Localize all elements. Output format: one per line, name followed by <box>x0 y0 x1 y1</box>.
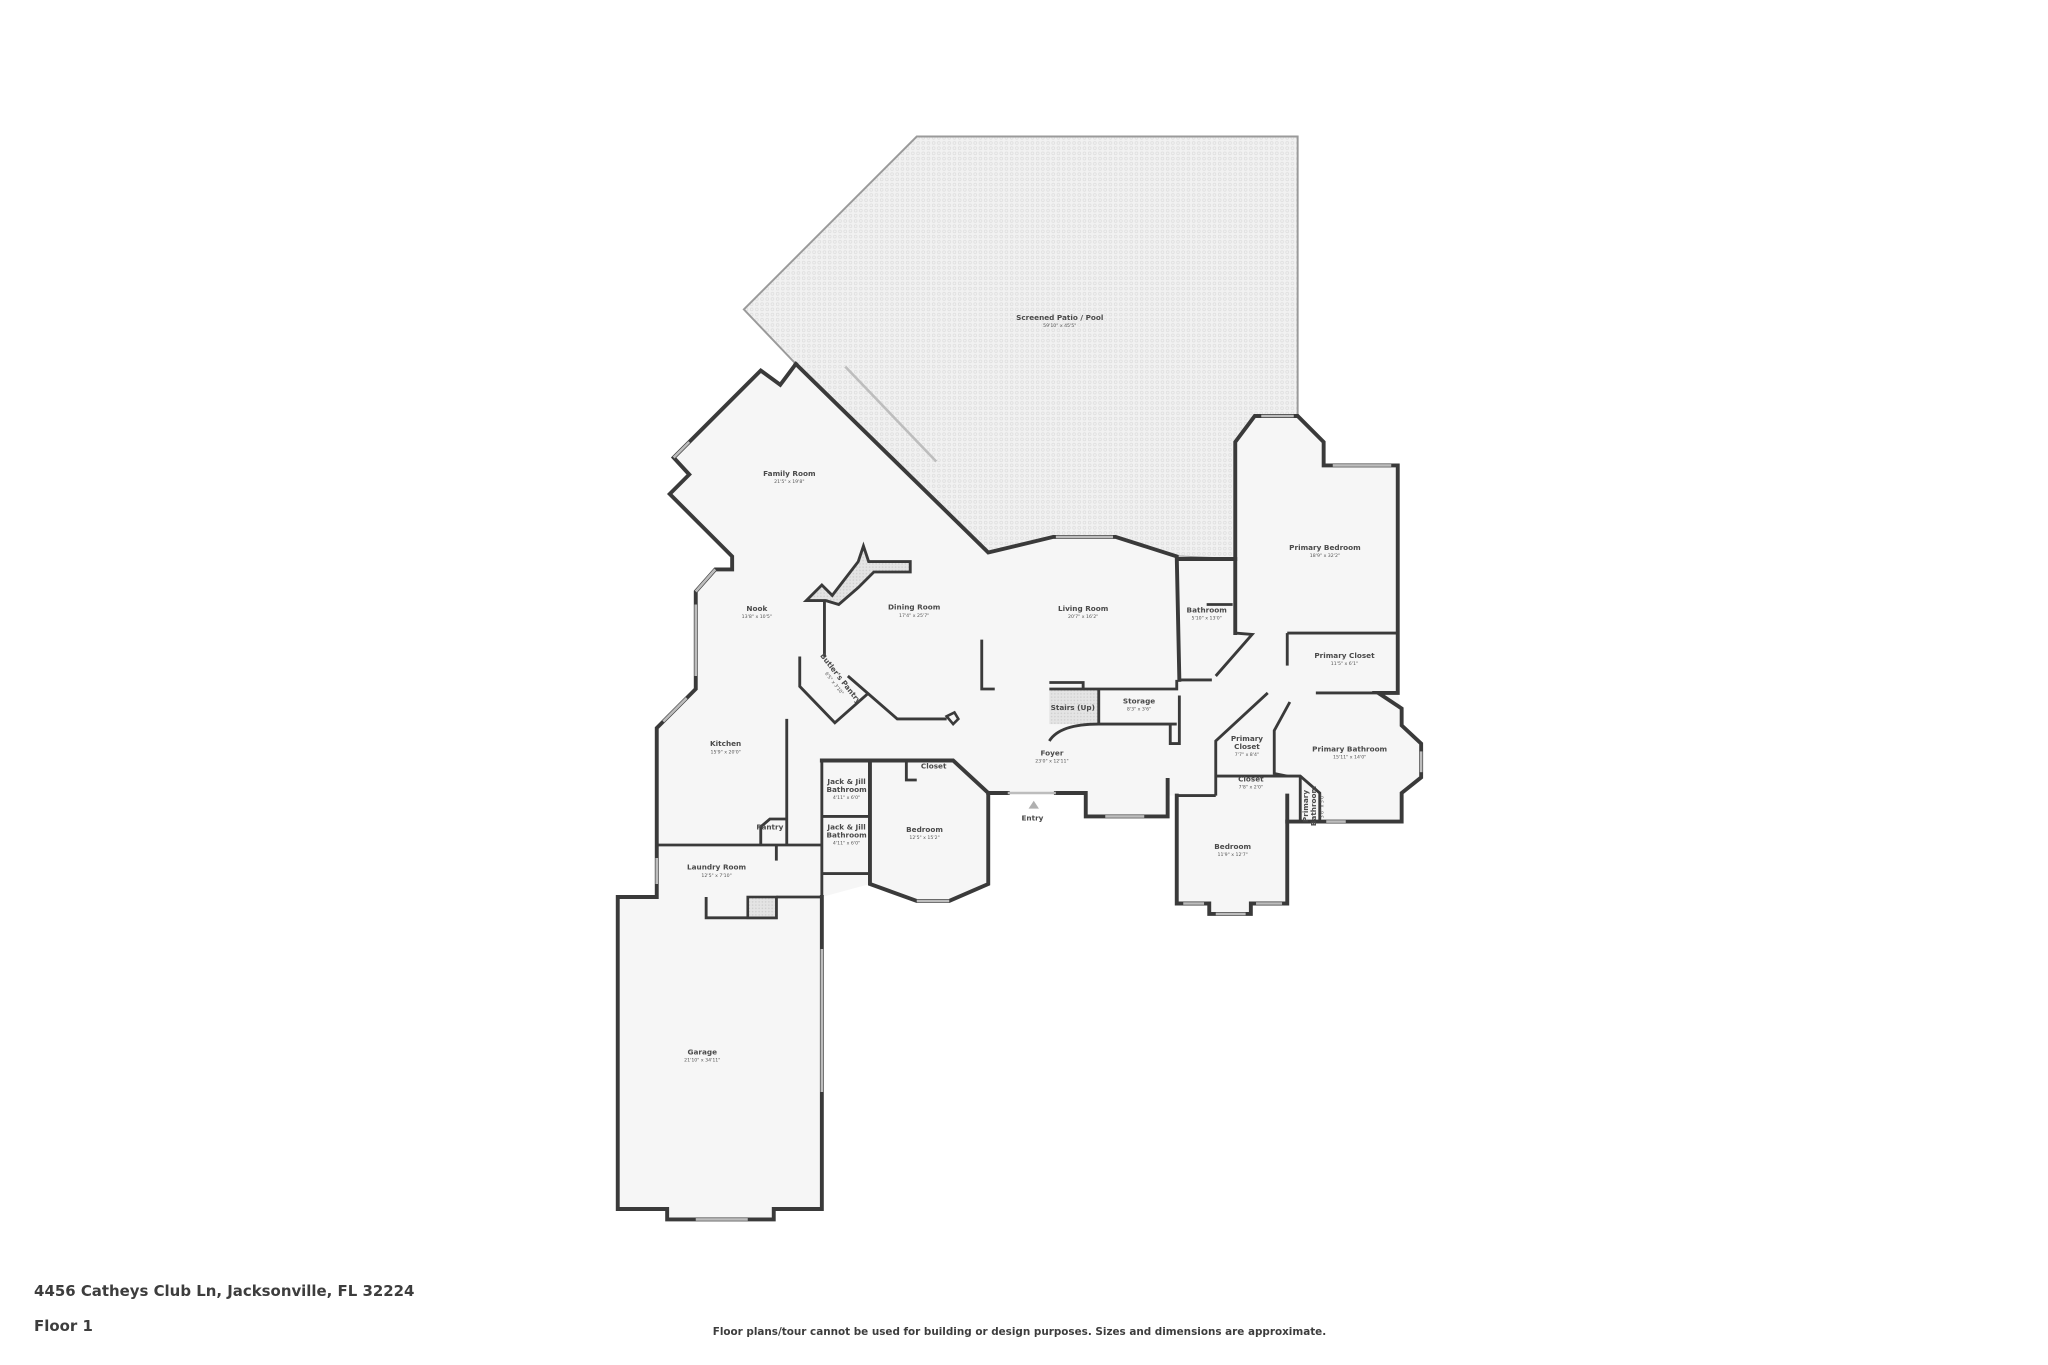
room-name: Primary Closet <box>1314 651 1375 660</box>
room-name: Jack & Jill <box>826 777 865 786</box>
room-dimensions: 4'11" x 6'0" <box>833 841 860 847</box>
room-dimensions: 12'5" x 15'2" <box>909 835 939 841</box>
entry-label: Entry <box>1021 813 1043 822</box>
room-label: Primary Bathroom 15'11" x 14'0" <box>1312 744 1387 760</box>
floor-label: Floor 1 <box>34 1317 93 1335</box>
room-name: Closet <box>1234 742 1260 751</box>
room-name: Jack & Jill <box>826 822 865 831</box>
room-dimensions: 12'5" x 7'10" <box>701 873 731 879</box>
room-name: Pantry <box>756 822 783 831</box>
room-name: Family Room <box>763 469 815 478</box>
room-label: Stairs (Up) <box>1051 703 1095 712</box>
room-name: Foyer <box>1040 748 1063 757</box>
room-name: Primary Bathroom <box>1312 744 1387 753</box>
room-dimensions: 23'0" x 12'11" <box>1035 758 1068 764</box>
room-dimensions: 13'8" x 10'5" <box>742 614 772 620</box>
room-name: Closet <box>921 761 947 770</box>
room-name: Laundry Room <box>687 863 746 872</box>
room-name: Screened Patio / Pool <box>1016 313 1103 322</box>
room-name: Bathroom <box>1187 605 1227 614</box>
room-name: Bedroom <box>906 825 943 834</box>
room-name: Dining Room <box>888 603 940 612</box>
room-name: Primary Bedroom <box>1289 543 1361 552</box>
room-dimensions: 20'7" x 16'2" <box>1068 614 1098 620</box>
room-name: Bedroom <box>1214 842 1251 851</box>
room-name: Closet <box>1238 774 1264 783</box>
room-dimensions: 18'9" x 32'2" <box>1310 553 1340 559</box>
room-name: Kitchen <box>710 739 741 748</box>
room-dimensions: 17'4" x 25'7" <box>899 613 929 619</box>
room-label: Pantry <box>756 822 783 831</box>
room-name: Nook <box>746 604 767 613</box>
room-name: Primary <box>1301 790 1310 822</box>
room-dimensions: 59'10" x 45'5" <box>1043 323 1076 329</box>
room-name: Living Room <box>1058 604 1108 613</box>
room-name: Stairs (Up) <box>1051 703 1095 712</box>
room-dimensions: 7'7" x 8'4" <box>1235 752 1259 758</box>
room-name: Bathroom <box>826 830 866 839</box>
room-dimensions: 3'6" x 5'0" <box>1319 794 1325 818</box>
room-dimensions: 5'10" x 13'0" <box>1191 615 1221 621</box>
room-dimensions: 21'5" x 19'8" <box>774 479 804 485</box>
room-name: Bathroom <box>826 785 866 794</box>
room-label: Closet <box>921 761 947 770</box>
room-dimensions: 8'3" x 3'6" <box>1127 706 1151 712</box>
room-name: Bathroom <box>1309 786 1318 826</box>
exterior-wall <box>1053 778 1170 819</box>
room-dimensions: 21'10" x 34'11" <box>684 1057 720 1063</box>
interior-walls <box>656 541 1398 920</box>
room-name: Garage <box>688 1047 718 1056</box>
address: 4456 Catheys Club Ln, Jacksonville, FL 3… <box>34 1282 414 1300</box>
room-dimensions: 7'8" x 2'0" <box>1239 784 1263 790</box>
windows <box>655 365 1423 1221</box>
room-dimensions: 11'9" x 12'7" <box>1217 852 1247 858</box>
room-dimensions: 11'5" x 6'1" <box>1331 661 1358 667</box>
room-name: Storage <box>1123 696 1155 705</box>
room-dimensions: 15'9" x 20'0" <box>710 749 740 755</box>
room-dimensions: 15'11" x 14'0" <box>1333 755 1366 761</box>
room-dimensions: 4'11" x 6'0" <box>833 795 860 801</box>
room-name: Primary <box>1231 734 1263 743</box>
disclaimer: Floor plans/tour cannot be used for buil… <box>713 1326 1326 1338</box>
entry-arrow-icon <box>1028 800 1039 809</box>
